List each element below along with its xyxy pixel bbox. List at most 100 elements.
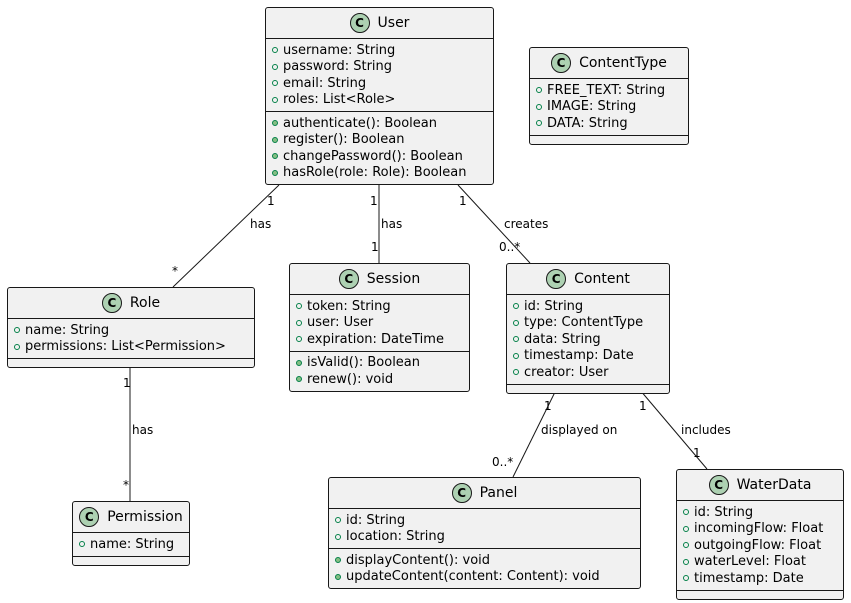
public-method-icon	[272, 120, 278, 127]
public-visibility-icon	[536, 120, 542, 127]
class-header: C Content	[507, 264, 669, 294]
link-role-permission-target-mult: *	[123, 478, 129, 492]
public-visibility-icon	[296, 319, 302, 326]
class-name: Panel	[479, 485, 518, 501]
link-content-water-label: includes	[681, 423, 731, 437]
operations-section	[73, 555, 189, 565]
public-visibility-icon	[335, 517, 341, 524]
operations-section: isValid(): Boolean renew(): void	[290, 350, 469, 391]
link-role-permission-source-mult: 1	[123, 376, 131, 390]
public-visibility-icon	[513, 336, 519, 343]
attribute: name: String	[79, 536, 189, 553]
link-user-session-source-mult: 1	[370, 194, 378, 208]
attribute: IMAGE: String	[536, 99, 688, 116]
public-visibility-icon	[79, 541, 85, 548]
attributes-section: name: String	[73, 532, 189, 556]
class-role: C Role name: String permissions: List<Pe…	[7, 287, 255, 368]
link-user-content-source-mult: 1	[459, 194, 467, 208]
class-user: C User username: String password: String…	[265, 7, 494, 185]
attribute: token: String	[296, 298, 469, 315]
public-visibility-icon	[14, 327, 20, 334]
attributes-section: name: String permissions: List<Permissio…	[8, 318, 254, 358]
class-name: ContentType	[579, 55, 667, 71]
class-badge-icon: C	[349, 13, 370, 33]
class-badge-icon: C	[79, 507, 100, 527]
public-visibility-icon	[335, 533, 341, 540]
attribute: password: String	[272, 59, 493, 76]
attribute: id: String	[335, 512, 640, 529]
operation: changePassword(): Boolean	[272, 148, 493, 165]
attribute: permissions: List<Permission>	[14, 339, 254, 356]
attributes-section: username: String password: String email:…	[266, 38, 493, 111]
link-user-content-label: creates	[504, 217, 548, 231]
attribute: incomingFlow: Float	[683, 521, 843, 538]
class-name: User	[377, 15, 410, 31]
public-visibility-icon	[272, 80, 278, 87]
link-user-content-target-mult: 0..*	[499, 240, 520, 254]
operations-section	[8, 358, 254, 367]
class-header: C Role	[8, 288, 254, 318]
attribute: user: User	[296, 315, 469, 332]
public-visibility-icon	[683, 525, 689, 532]
public-visibility-icon	[296, 336, 302, 343]
class-badge-icon: C	[338, 269, 359, 289]
link-content-panel-label: displayed on	[541, 423, 617, 437]
public-method-icon	[272, 153, 278, 160]
attribute: expiration: DateTime	[296, 331, 469, 348]
public-method-icon	[272, 136, 278, 143]
public-visibility-icon	[536, 87, 542, 94]
public-method-icon	[272, 169, 278, 176]
class-header: C WaterData	[677, 470, 843, 500]
link-content-water-target-mult: 1	[693, 446, 701, 460]
class-name: WaterData	[736, 477, 812, 493]
attribute: timestamp: Date	[513, 348, 669, 365]
operation: register(): Boolean	[272, 132, 493, 149]
link-user-session-target-mult: 1	[371, 240, 379, 254]
link-content-water	[639, 389, 708, 470]
class-name: Permission	[107, 509, 183, 525]
attributes-section: id: String location: String	[329, 508, 640, 548]
attribute: username: String	[272, 42, 493, 59]
operation: updateContent(content: Content): void	[335, 569, 640, 586]
link-role-permission-label: has	[132, 423, 153, 437]
attribute: email: String	[272, 75, 493, 92]
link-user-role-label: has	[250, 217, 271, 231]
attribute: name: String	[14, 322, 254, 339]
public-visibility-icon	[683, 509, 689, 516]
class-name: Content	[574, 271, 630, 287]
public-method-icon	[296, 359, 302, 366]
operation: hasRole(role: Role): Boolean	[272, 165, 493, 182]
class-name: Session	[366, 271, 421, 287]
attribute: id: String	[683, 504, 843, 521]
attribute: creator: User	[513, 364, 669, 381]
public-method-icon	[335, 557, 341, 564]
operations-section: displayContent(): void updateContent(con…	[329, 548, 640, 588]
public-visibility-icon	[513, 319, 519, 326]
operations-section	[507, 383, 669, 393]
attributes-section: token: String user: User expiration: Dat…	[290, 294, 469, 351]
operation: displayContent(): void	[335, 552, 640, 569]
link-content-panel	[512, 389, 557, 478]
attributes-section: id: String incomingFlow: Float outgoingF…	[677, 500, 843, 590]
class-header: C Session	[290, 264, 469, 294]
operation: authenticate(): Boolean	[272, 115, 493, 132]
public-visibility-icon	[272, 96, 278, 103]
class-badge-icon: C	[451, 483, 472, 503]
attribute: waterLevel: Float	[683, 554, 843, 571]
link-user-role	[172, 184, 280, 288]
public-method-icon	[335, 573, 341, 580]
operations-section	[677, 589, 843, 599]
class-water-data: C WaterData id: String incomingFlow: Flo…	[676, 469, 844, 600]
class-header: C User	[266, 8, 493, 38]
attribute: location: String	[335, 529, 640, 546]
public-method-icon	[296, 376, 302, 383]
attribute: outgoingFlow: Float	[683, 537, 843, 554]
attribute: id: String	[513, 298, 669, 315]
link-user-role-target-mult: *	[172, 264, 178, 278]
class-panel: C Panel id: String location: String disp…	[328, 477, 641, 589]
link-user-content	[457, 184, 531, 264]
link-user-session-label: has	[381, 217, 402, 231]
link-content-panel-target-mult: 0..*	[492, 455, 513, 469]
operation: renew(): void	[296, 371, 469, 388]
